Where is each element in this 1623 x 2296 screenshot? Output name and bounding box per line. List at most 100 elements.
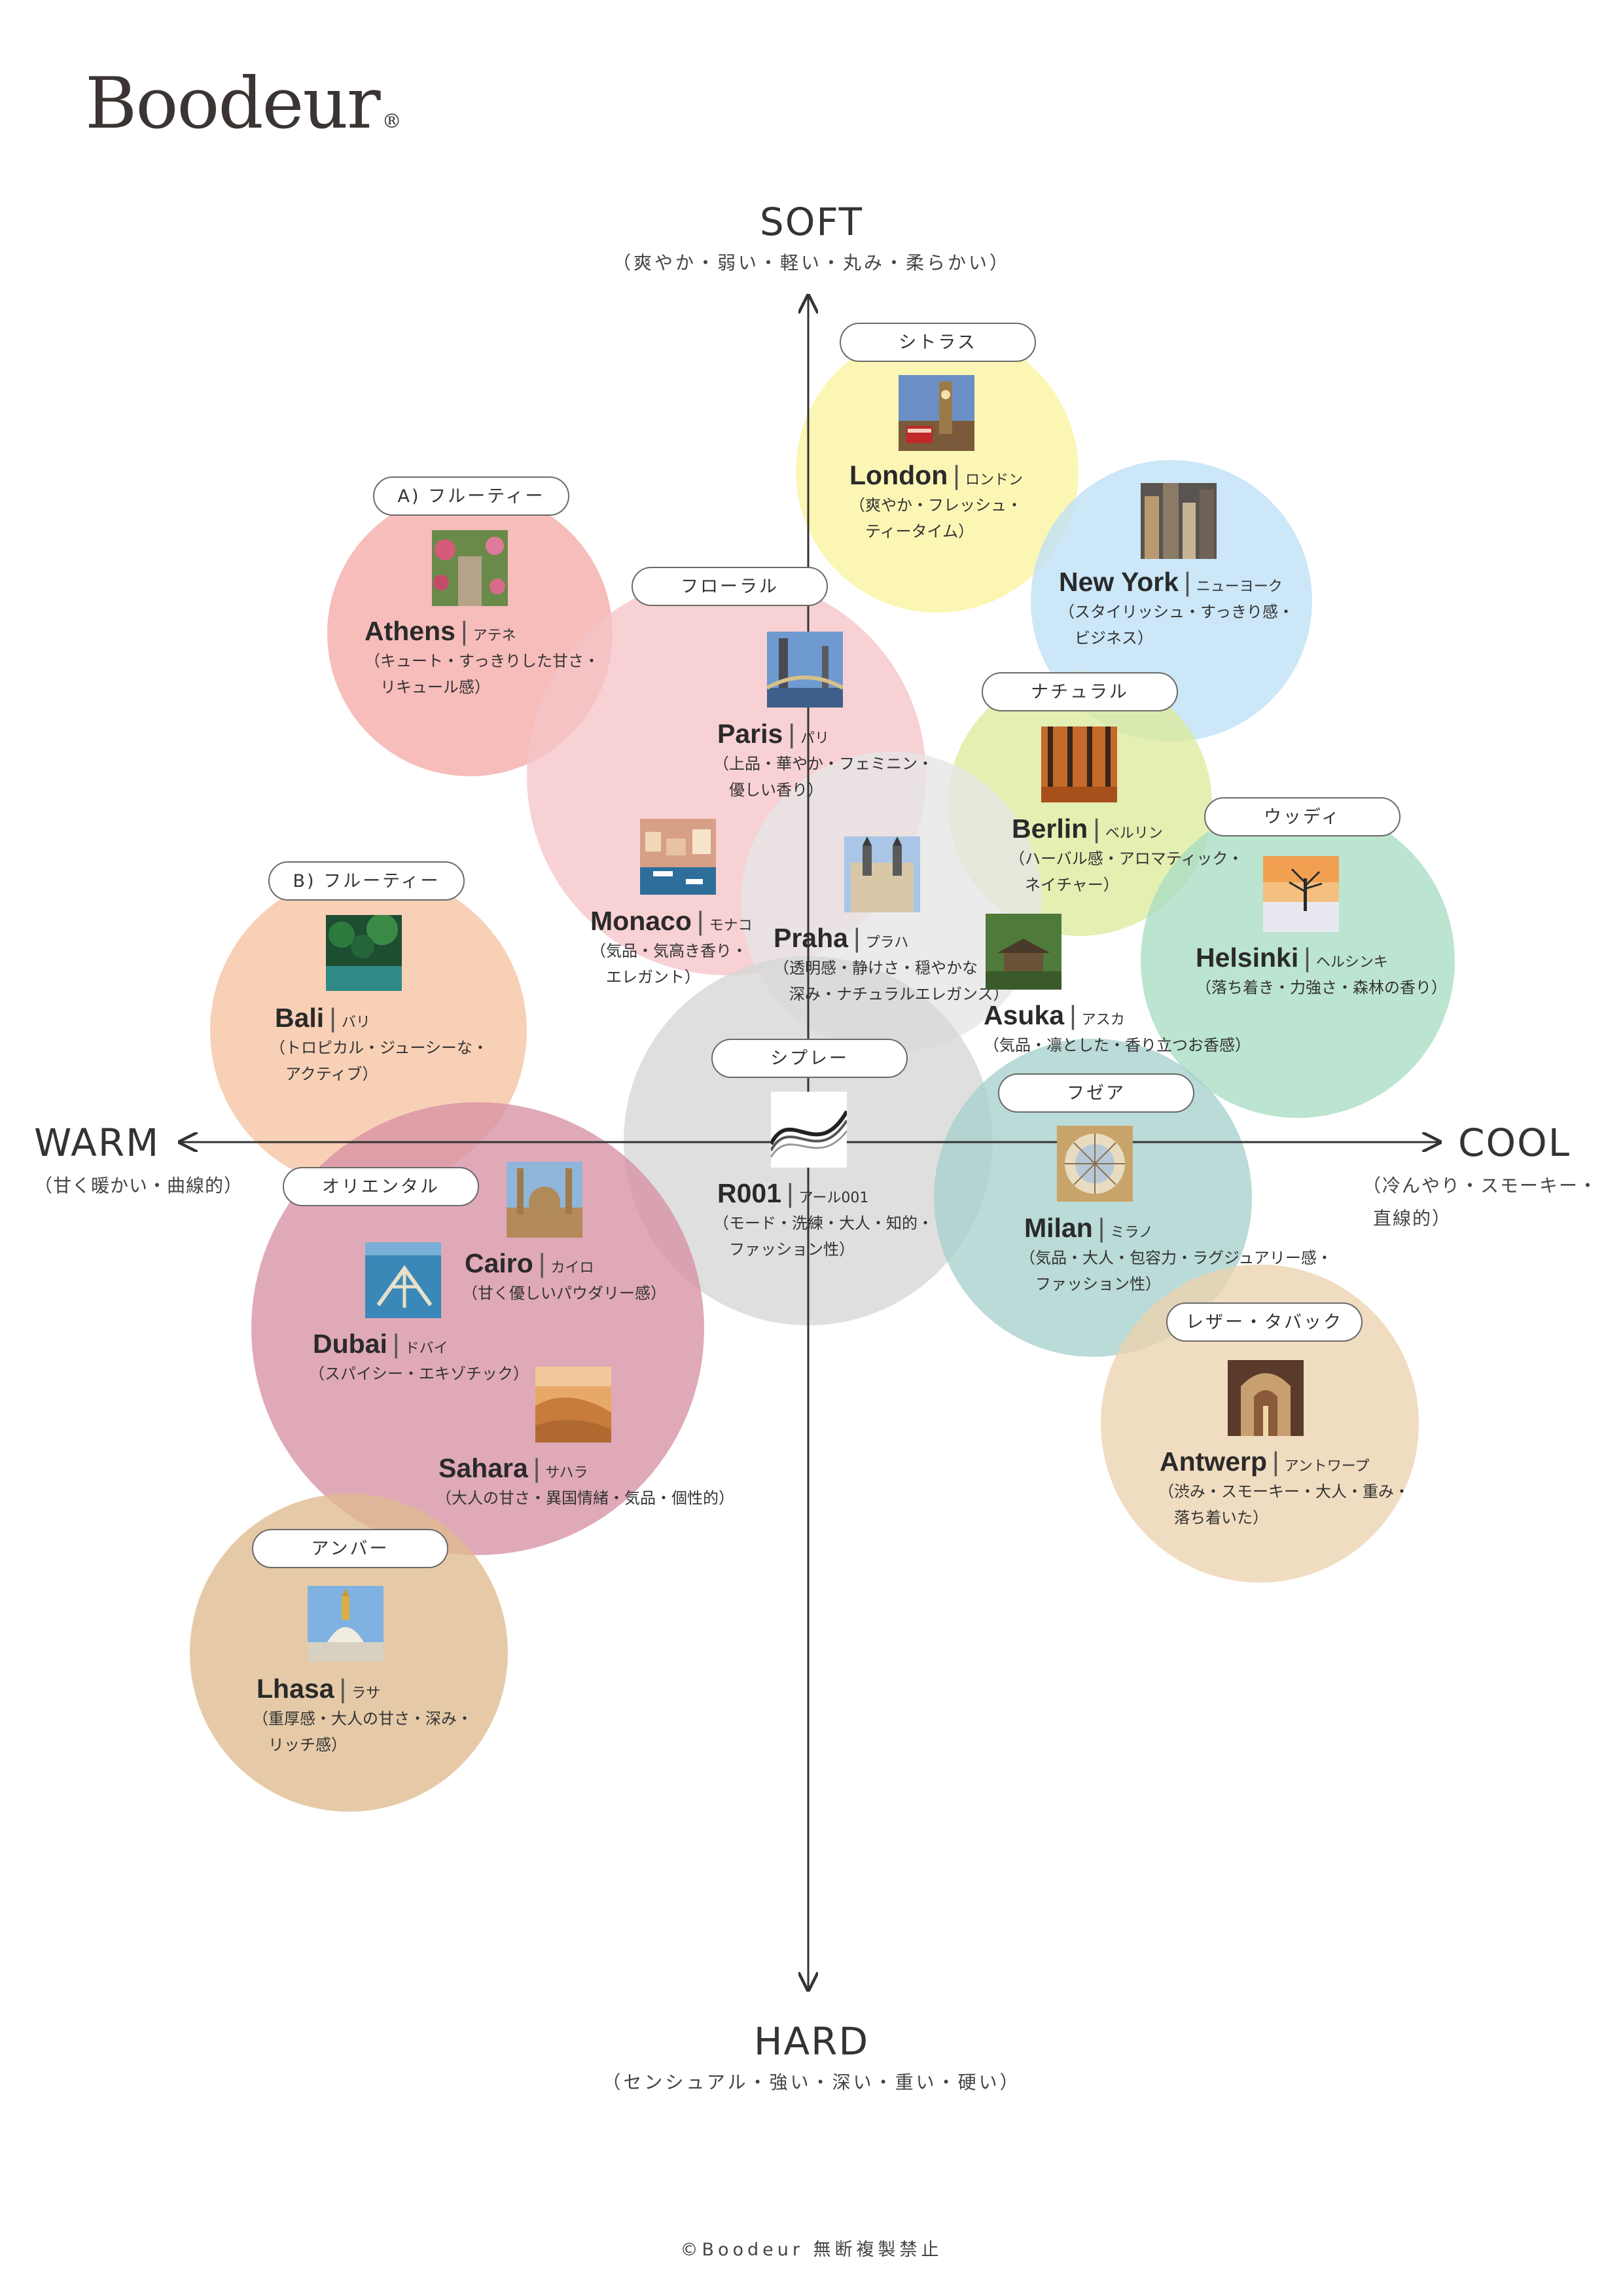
separator: |	[953, 460, 960, 490]
bridge-photo	[767, 632, 843, 708]
harbor-photo	[640, 819, 716, 895]
city-label: Dubai	[313, 1329, 387, 1359]
city-label: Bali	[275, 1003, 324, 1033]
mosque-photo	[507, 1162, 582, 1238]
city-kana: アントワープ	[1285, 1458, 1370, 1475]
jungle-photo	[326, 915, 402, 991]
family-label-citrus: シトラス	[840, 323, 1036, 362]
city-kana: カイロ	[550, 1260, 594, 1276]
family-label-fruity-b: B) フルーティー	[268, 861, 465, 901]
separator: |	[787, 1178, 794, 1208]
separator: |	[1272, 1446, 1279, 1477]
city-description-antwerp: （渋み・スモーキー・大人・重み・ 落ち着いた）	[1158, 1479, 1410, 1531]
city-kana: ヘルシンキ	[1316, 954, 1388, 971]
separator: |	[1304, 942, 1311, 973]
family-label-fruity-a: A) フルーティー	[373, 476, 569, 516]
family-label-chypre: シプレー	[711, 1039, 908, 1078]
separator: |	[461, 616, 468, 646]
city-kana: サハラ	[545, 1465, 588, 1481]
city-label: Cairo	[465, 1248, 533, 1278]
city-label: Praha	[774, 923, 848, 953]
city-label: Monaco	[590, 906, 692, 936]
city-description-praha: （透明感・静けさ・穏やかな 深み・ナチュラルエレガンス）	[774, 955, 1009, 1007]
copyright-notice: ©Boodeur 無断複製禁止	[0, 2235, 1623, 2261]
separator: |	[1184, 567, 1191, 597]
axis-soft-title: SOFT	[0, 200, 1623, 244]
palm-island-photo	[365, 1242, 441, 1318]
separator: |	[697, 906, 704, 936]
city-name-helsinki: Helsinki| ヘルシンキ	[1196, 942, 1388, 973]
family-label-fougere: フゼア	[998, 1073, 1194, 1113]
city-label: Paris	[717, 719, 783, 749]
city-label: Lhasa	[257, 1674, 334, 1704]
city-description-milan: （気品・大人・包容力・ラグジュアリー感・ ファッション性）	[1020, 1245, 1332, 1297]
separator: |	[533, 1453, 541, 1483]
winter-tree-photo	[1263, 856, 1339, 932]
axis-cool-subtitle-line2: 直線的）	[1373, 1204, 1452, 1230]
city-name-antwerp: Antwerp| アントワープ	[1160, 1446, 1369, 1477]
cathedral-photo	[1228, 1360, 1304, 1436]
autumn-forest-photo	[1041, 726, 1117, 802]
separator: |	[393, 1329, 400, 1359]
city-kana: ニューヨーク	[1196, 579, 1283, 595]
city-description-r001: （モード・洗練・大人・知的・ ファッション性）	[713, 1210, 933, 1263]
family-label-amber: アンバー	[252, 1529, 448, 1568]
city-kana: ロンドン	[965, 472, 1023, 488]
city-description-sahara: （大人の甘さ・異国情緒・気品・個性的）	[436, 1485, 734, 1511]
axis-cool-subtitle-line1: （冷んやり・スモーキー・	[1363, 1172, 1598, 1198]
axis-warm-subtitle: （甘く暖かい・曲線的）	[34, 1172, 243, 1198]
city-name-praha: Praha| プラハ	[774, 923, 908, 954]
old-town-photo	[844, 836, 920, 912]
city-label: Helsinki	[1196, 942, 1298, 973]
separator: |	[1098, 1213, 1105, 1243]
family-label-natural: ナチュラル	[982, 672, 1178, 711]
city-kana: ドバイ	[405, 1340, 448, 1357]
axis-hard-title: HARD	[0, 2019, 1623, 2064]
city-kana: ベルリン	[1105, 825, 1163, 842]
city-description-helsinki: （落ち着き・力強さ・森林の香り）	[1196, 975, 1447, 1001]
city-label: R001	[717, 1178, 781, 1208]
city-kana: パリ	[800, 730, 829, 747]
city-description-monaco: （気品・気高き香り・ エレガント）	[590, 938, 747, 990]
city-name-milan: Milan| ミラノ	[1024, 1213, 1153, 1244]
city-kana: プラハ	[866, 935, 909, 951]
city-kana: バリ	[342, 1014, 370, 1031]
wave-art-photo	[771, 1092, 847, 1168]
city-label: Sahara	[438, 1453, 528, 1483]
flower-alley-photo	[432, 530, 508, 606]
city-name-cairo: Cairo|カイロ	[465, 1248, 594, 1279]
city-kana: モナコ	[709, 918, 753, 934]
city-label: Antwerp	[1160, 1446, 1267, 1477]
city-description-london: （爽やか・フレッシュ・ ティータイム）	[849, 492, 1022, 545]
temple-photo	[986, 914, 1061, 990]
axis-warm-title: WARM	[34, 1121, 160, 1165]
big-ben-photo	[899, 375, 974, 451]
city-label: Athens	[365, 616, 455, 646]
city-name-monaco: Monaco| モナコ	[590, 906, 753, 937]
city-kana: ミラノ	[1110, 1225, 1153, 1241]
city-description-bali: （トロピカル・ジューシーな・ アクティブ）	[270, 1035, 488, 1087]
city-label: New York	[1059, 567, 1179, 597]
stupa-photo	[308, 1586, 383, 1662]
city-kana: アール001	[799, 1190, 869, 1206]
city-kana: ラサ	[351, 1685, 380, 1702]
separator: |	[853, 923, 861, 953]
city-description-lhasa: （重厚感・大人の甘さ・深み・ リッチ感）	[253, 1706, 473, 1758]
city-kana: アスカ	[1082, 1012, 1125, 1028]
city-name-asuka: Asuka|アスカ	[984, 1000, 1125, 1031]
city-description-athens: （キュート・すっきりした甘さ・ リキュール感）	[365, 648, 599, 700]
city-description-new-york: （スタイリッシュ・すっきり感・ ビジネス）	[1059, 599, 1294, 651]
axis-hard-subtitle: （センシュアル・強い・深い・重い・硬い）	[0, 2068, 1623, 2094]
desert-dune-photo	[535, 1367, 611, 1443]
city-label: Berlin	[1012, 814, 1088, 844]
axis-soft-subtitle: （爽やか・弱い・軽い・丸み・柔らかい）	[0, 249, 1623, 275]
city-name-bali: Bali| バリ	[275, 1003, 370, 1033]
city-label: Milan	[1024, 1213, 1093, 1243]
city-description-paris: （上品・華やか・フェミニン・ 優しい香り）	[713, 751, 933, 803]
city-name-london: London|ロンドン	[849, 460, 1023, 491]
family-label-floral: フローラル	[632, 567, 828, 606]
family-label-woody: ウッディ	[1204, 797, 1400, 836]
separator: |	[329, 1003, 336, 1033]
separator: |	[788, 719, 795, 749]
separator: |	[1069, 1000, 1077, 1030]
